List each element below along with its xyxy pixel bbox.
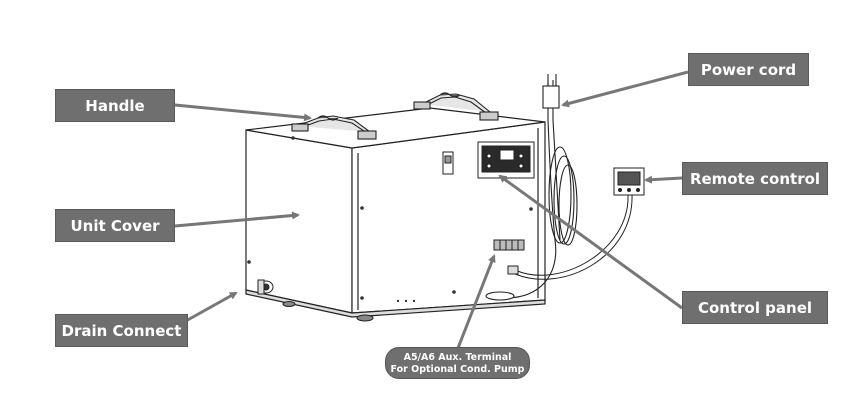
pointer-power-cord	[561, 70, 689, 108]
unit-top-face	[245, 107, 546, 149]
aux-terminal-line1: A5/A6 Aux. Terminal	[403, 352, 512, 363]
power-cord-graphic	[485, 74, 578, 301]
drain-connector-graphic	[257, 279, 274, 295]
screws	[247, 136, 533, 303]
power-switch	[442, 151, 454, 175]
unit-body	[245, 107, 546, 318]
aux-terminal-graphic	[493, 239, 525, 251]
unit-feet	[282, 301, 374, 322]
pointer-lines	[174, 70, 689, 349]
label-unit-cover: Unit Cover	[55, 209, 175, 242]
label-drain-connect: Drain Connect	[55, 314, 188, 347]
label-handle: Handle	[55, 89, 175, 122]
aux-terminal-line2: For Optional Cond. Pump	[390, 364, 525, 375]
pointer-remote-control	[644, 175, 683, 184]
label-aux-terminal: A5/A6 Aux. Terminal For Optional Cond. P…	[385, 347, 530, 379]
control-panel-graphic	[477, 141, 535, 179]
pointer-handle	[174, 103, 312, 122]
label-power-cord: Power cord	[688, 53, 809, 86]
pointer-aux-terminal	[456, 254, 496, 349]
label-remote-control: Remote control	[682, 162, 828, 195]
pointer-drain-connect	[183, 291, 238, 324]
pointer-unit-cover	[174, 211, 300, 228]
pointer-control-panel	[498, 174, 683, 310]
remote-control-graphic	[507, 167, 645, 280]
label-control-panel: Control panel	[682, 291, 828, 324]
handles	[291, 92, 499, 140]
